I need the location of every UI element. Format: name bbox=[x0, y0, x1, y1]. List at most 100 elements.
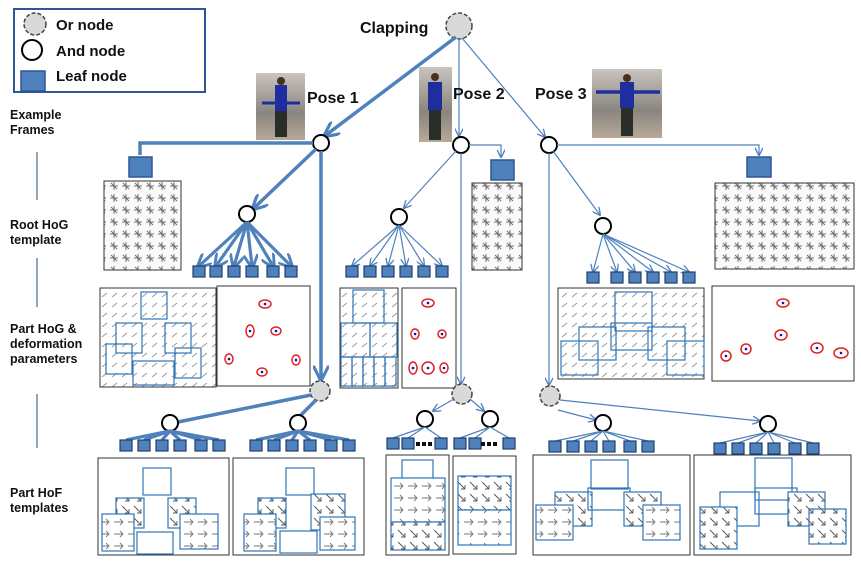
leaf-node[interactable] bbox=[227, 265, 241, 278]
leaf-node[interactable] bbox=[345, 265, 359, 278]
leaf-node[interactable] bbox=[610, 271, 624, 284]
leaf-node[interactable] bbox=[788, 442, 802, 455]
edge-leaf bbox=[398, 224, 442, 266]
leaf-node[interactable] bbox=[586, 271, 600, 284]
pose2-hof-and-node-2[interactable] bbox=[481, 410, 499, 428]
leaf-node[interactable] bbox=[399, 265, 413, 278]
leaf-node[interactable] bbox=[155, 439, 169, 452]
pose1-motion-or-node[interactable] bbox=[309, 380, 331, 402]
leaf-node[interactable] bbox=[417, 265, 431, 278]
edge-leaf bbox=[602, 233, 689, 272]
leaf-node[interactable] bbox=[490, 159, 515, 181]
legend-item-leaf: Leaf node bbox=[20, 68, 127, 92]
leaf-node[interactable] bbox=[435, 265, 449, 278]
leaf-node[interactable] bbox=[453, 437, 467, 450]
leaf-node[interactable] bbox=[646, 271, 660, 284]
leaf-node[interactable] bbox=[548, 440, 562, 453]
pose1-hof-and-node-2[interactable] bbox=[289, 414, 307, 432]
edge-leaf bbox=[398, 224, 406, 266]
leaf-node[interactable] bbox=[173, 439, 187, 452]
pose3-and-node[interactable] bbox=[540, 136, 558, 154]
leaf-node[interactable] bbox=[267, 439, 281, 452]
leaf-node[interactable] bbox=[434, 437, 448, 450]
pose1-part-and-node[interactable] bbox=[238, 205, 256, 223]
leaf-node[interactable] bbox=[566, 440, 580, 453]
edge-leaf bbox=[572, 430, 604, 442]
deformation-ellipse bbox=[245, 324, 255, 338]
legend-label-and: And node bbox=[56, 43, 125, 60]
ellipsis-dot bbox=[481, 442, 485, 446]
leaf-node[interactable] bbox=[342, 439, 356, 452]
leaf-node[interactable] bbox=[212, 439, 226, 452]
edge-pose2-parts bbox=[404, 150, 457, 208]
leaf-node[interactable] bbox=[731, 442, 745, 455]
pose1-part-leaves bbox=[192, 220, 298, 278]
edge-or-hof1 bbox=[177, 393, 312, 424]
pose3-motion-or-node[interactable] bbox=[539, 385, 561, 407]
row-labels: Example Frames Root HoG template Part Ho… bbox=[10, 108, 82, 515]
edge-leaf bbox=[767, 431, 796, 444]
pose2-part-and-node[interactable] bbox=[390, 208, 408, 226]
leaf-node[interactable] bbox=[209, 265, 223, 278]
edge-leaf bbox=[245, 220, 291, 266]
leaf-node[interactable] bbox=[119, 439, 133, 452]
pose2-and-node[interactable] bbox=[452, 136, 470, 154]
leaf-node[interactable] bbox=[245, 265, 259, 278]
leaf-node[interactable] bbox=[623, 440, 637, 453]
edge-leaf bbox=[590, 430, 604, 442]
leaf-node[interactable] bbox=[381, 265, 395, 278]
anchor-dot bbox=[839, 351, 843, 355]
leaf-node[interactable] bbox=[249, 439, 263, 452]
legend-label-or: Or node bbox=[56, 17, 114, 34]
anchor-dot bbox=[413, 332, 417, 336]
leaf-node[interactable] bbox=[641, 440, 655, 453]
leaf-node[interactable] bbox=[128, 156, 153, 178]
edge-leaf bbox=[474, 426, 491, 439]
leaf-node[interactable] bbox=[584, 440, 598, 453]
leaf-node[interactable] bbox=[664, 271, 678, 284]
leaf-node[interactable] bbox=[266, 265, 280, 278]
leaf-node[interactable] bbox=[284, 265, 298, 278]
pose3-hof-and-node-2[interactable] bbox=[759, 415, 777, 433]
deformation-ellipse bbox=[774, 329, 788, 341]
leaf-node[interactable] bbox=[767, 442, 781, 455]
row-label-root-1: Root HoG bbox=[10, 218, 68, 232]
deformation-ellipse bbox=[740, 343, 752, 355]
edge-leaf bbox=[602, 233, 671, 272]
leaf-node[interactable] bbox=[749, 442, 763, 455]
row-label-root-2: template bbox=[10, 233, 61, 247]
pose2-motion-or-node[interactable] bbox=[451, 383, 473, 405]
edge-leaf bbox=[245, 221, 273, 266]
leaf-node[interactable] bbox=[602, 440, 616, 453]
leaf-node[interactable] bbox=[713, 442, 727, 455]
leaf-node[interactable] bbox=[192, 265, 206, 278]
anchor-dot bbox=[248, 329, 252, 333]
deformation-ellipse bbox=[833, 347, 849, 359]
leaf-node[interactable] bbox=[468, 437, 482, 450]
leaf-node[interactable] bbox=[502, 437, 516, 450]
pose1-hof-and-node-1[interactable] bbox=[161, 414, 179, 432]
edge-leaf bbox=[388, 224, 400, 266]
leaf-node[interactable] bbox=[386, 437, 400, 450]
leaf-node[interactable] bbox=[806, 442, 820, 455]
leaf-node[interactable] bbox=[628, 271, 642, 284]
leaf-node[interactable] bbox=[303, 439, 317, 452]
deformation-ellipse bbox=[439, 362, 449, 374]
pose3-part-and-node[interactable] bbox=[594, 217, 612, 235]
leaf-node[interactable] bbox=[285, 439, 299, 452]
leaf-node[interactable] bbox=[194, 439, 208, 452]
leaf-node[interactable] bbox=[401, 437, 415, 450]
leaf-node[interactable] bbox=[324, 439, 338, 452]
leaf-node[interactable] bbox=[363, 265, 377, 278]
row-label-hof-2: templates bbox=[10, 501, 68, 515]
edge-leaf bbox=[737, 431, 769, 444]
deformation-ellipse bbox=[410, 328, 420, 340]
leaf-node[interactable] bbox=[682, 271, 696, 284]
pose2-hof-and-node-1[interactable] bbox=[416, 410, 434, 428]
leaf-node[interactable] bbox=[746, 156, 772, 178]
edge-leaf bbox=[160, 429, 172, 442]
edge-leaf bbox=[602, 430, 610, 442]
leaf-node[interactable] bbox=[137, 439, 151, 452]
root-or-node[interactable]: Clapping bbox=[360, 12, 473, 40]
pose3-hof-and-node-1[interactable] bbox=[594, 414, 612, 432]
